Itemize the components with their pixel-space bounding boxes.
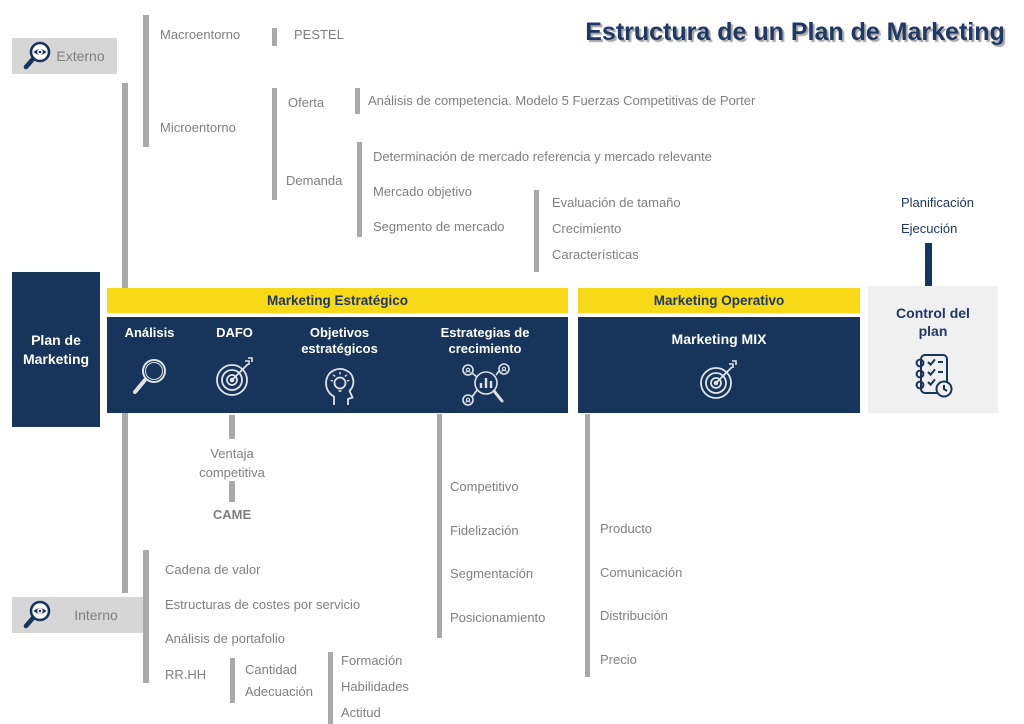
interno-item: Estructuras de costes por servicio <box>165 597 361 612</box>
rrhh-item: Cantidad <box>245 662 298 677</box>
segment-detail: Características <box>552 247 639 262</box>
demanda-label: Demanda <box>286 173 343 188</box>
connector-control <box>925 243 932 287</box>
growth-item: Segmentación <box>450 566 534 581</box>
checklist-clock-icon <box>907 350 959 402</box>
interno-label: Interno <box>74 607 118 623</box>
control-del-plan-label: Control del plan <box>896 305 970 339</box>
connector-segment-bracket <box>534 190 539 272</box>
planificacion-label: Planificación <box>901 195 974 210</box>
connector-externo-bracket <box>143 15 149 147</box>
marketing-mix-label: Marketing MIX <box>671 331 767 347</box>
marketing-operativo-header: Marketing Operativo <box>578 288 860 313</box>
adequacy-item: Actitud <box>341 705 381 720</box>
connector-demanda-bracket <box>357 142 362 237</box>
microentorno-label: Microentorno <box>160 120 236 135</box>
connector-mix-bracket <box>585 414 590 677</box>
control-del-plan-box: Control del plan <box>868 286 998 413</box>
interno-item: Cadena de valor <box>165 562 261 577</box>
connector-ventaja-came <box>229 481 235 502</box>
connector-macro-pestel <box>272 28 277 46</box>
came-label: CAME <box>212 507 252 522</box>
connector-strategic-to-interno <box>122 413 128 593</box>
interno-item: Análisis de portafolio <box>165 631 285 646</box>
growth-item: Fidelización <box>450 523 519 538</box>
connector-externo-to-strategic <box>122 83 128 290</box>
connector-growth-bracket <box>437 414 442 638</box>
growth-item: Posicionamiento <box>450 610 546 625</box>
macroentorno-label: Macroentorno <box>160 27 241 42</box>
plan-de-marketing-label: Plan de Marketing <box>22 331 90 367</box>
pestel-label: PESTEL <box>294 27 344 42</box>
adequacy-item: Habilidades <box>341 679 409 694</box>
segment-detail: Evaluación de tamaño <box>552 195 681 210</box>
magnifier-eye-icon <box>22 599 54 631</box>
growth-network-icon <box>460 357 510 413</box>
strategic-box: Análisis DAFO <box>107 317 568 413</box>
page-title: Estructura de un Plan de Marketing <box>585 18 1005 46</box>
strategic-col-objetivos: Objetivos estratégicos <box>277 317 402 413</box>
connector-rrhh-bracket <box>230 658 235 703</box>
mix-item: Precio <box>600 652 637 667</box>
ventaja-competitiva-label: Ventaja competitiva <box>199 446 265 480</box>
connector-oferta <box>355 88 360 114</box>
estrategias-label: Estrategias de crecimiento <box>440 325 530 356</box>
analisis-label: Análisis <box>124 325 175 340</box>
connector-dafo-ventaja <box>229 415 235 439</box>
externo-label: Externo <box>56 48 105 64</box>
marketing-estrategico-header: Marketing Estratégico <box>107 288 568 313</box>
connector-micro-bracket <box>272 88 277 200</box>
magnifier-icon <box>127 341 173 413</box>
rrhh-label: RR.HH <box>165 667 207 682</box>
target-dart-icon <box>211 341 259 413</box>
strategic-col-estrategias: Estrategias de crecimiento <box>402 317 568 413</box>
marketing-operativo-label: Marketing Operativo <box>653 293 785 308</box>
strategic-col-analisis: Análisis <box>107 317 192 413</box>
externo-box: Externo <box>12 38 117 74</box>
connector-interno-bracket <box>143 550 149 683</box>
mix-item: Comunicación <box>600 565 683 580</box>
segment-detail: Crecimiento <box>552 221 622 236</box>
rrhh-item: Adecuación <box>245 684 313 699</box>
competencia-analysis-label: Análisis de competencia. Modelo 5 Fuerza… <box>368 93 756 108</box>
strategic-col-dafo: DAFO <box>192 317 277 413</box>
demanda-item: Segmento de mercado <box>373 219 505 234</box>
interno-box: Interno <box>12 597 148 633</box>
adequacy-item: Formación <box>341 653 403 668</box>
demanda-item: Mercado objetivo <box>373 184 472 199</box>
marketing-mix-box: Marketing MIX <box>578 317 860 413</box>
oferta-label: Oferta <box>288 95 325 110</box>
plan-de-marketing-box: Plan de Marketing <box>12 272 100 427</box>
connector-adecuacion-bracket <box>328 652 333 724</box>
head-bulb-icon <box>316 357 364 413</box>
growth-item: Competitivo <box>450 479 519 494</box>
marketing-estrategico-label: Marketing Estratégico <box>266 293 409 308</box>
ejecucion-label: Ejecución <box>901 221 958 236</box>
dafo-label: DAFO <box>216 325 253 340</box>
mix-item: Producto <box>600 521 653 536</box>
magnifier-eye-icon <box>22 40 54 72</box>
target-dart-icon <box>695 347 743 413</box>
objetivos-label: Objetivos estratégicos <box>301 325 378 356</box>
demanda-item: Determinación de mercado referencia y me… <box>373 149 712 164</box>
mix-item: Distribución <box>600 608 668 623</box>
